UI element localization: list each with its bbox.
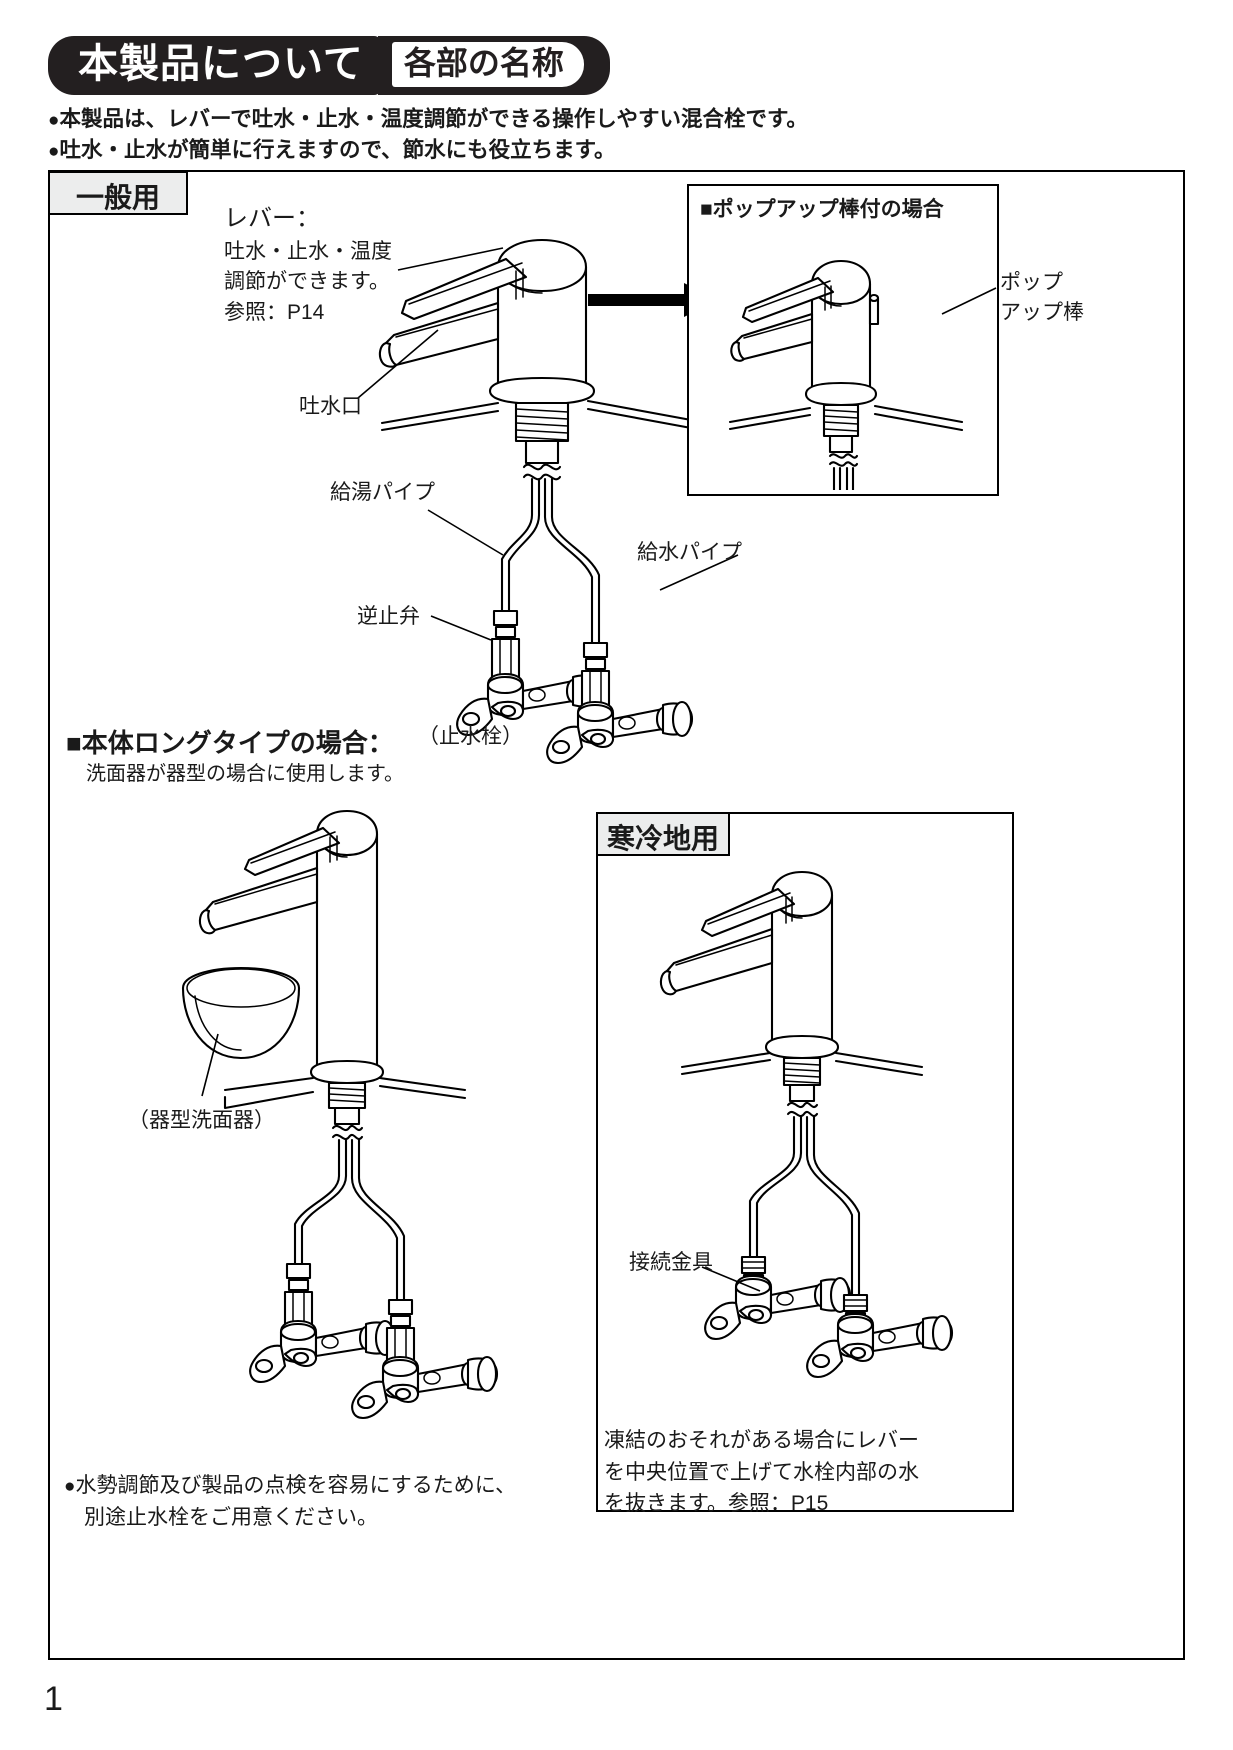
label-lever: レバー： 吐水・止水・温度 調節ができます。 参照：P14: [224, 202, 392, 328]
basin-label-leader: [201, 1033, 219, 1097]
long-type-heading: ■本体ロングタイプの場合：: [66, 728, 394, 758]
intro-line-1: 本製品は、レバーで吐水・止水・温度調節ができる操作しやすい混合栓です。: [59, 107, 808, 131]
popup-inset-title: ■ポップアップ棒付の場合: [700, 198, 944, 221]
cold-note-line-2: を中央位置で上げて水栓内部の水: [604, 1460, 919, 1484]
long-type-faucet-illustration: [181, 809, 499, 1420]
intro-line-2: 吐水・止水が簡単に行えますので、節水にも役立ちます。: [59, 138, 616, 163]
label-connection-fitting: 接続金具: [629, 1251, 713, 1274]
content-frame: [48, 170, 1185, 1660]
label-lever-title: レバー：: [224, 205, 320, 232]
label-popup-rod-line-2: アップ棒: [1000, 301, 1084, 325]
popup-rod-leader: [941, 287, 997, 315]
page-subtitle-wrap: 各部の名称: [377, 36, 610, 95]
label-cold-pipe: 給水パイプ: [637, 541, 742, 564]
cold-region-note: 凍結のおそれがある場合にレバー を中央位置で上げて水栓内部の水 を抜きます。参照…: [604, 1425, 919, 1520]
long-type-note-line-1: 水勢調節及び製品の点検を容易にするために、: [75, 1474, 517, 1497]
label-hot-pipe: 給湯パイプ: [330, 481, 435, 504]
long-type-note-line-2: 別途止水栓をご用意ください。: [84, 1505, 378, 1529]
intro-text: ●本製品は、レバーで吐水・止水・温度調節ができる操作しやすい混合栓です。 ●吐水…: [48, 104, 808, 166]
page-subtitle: 各部の名称: [391, 42, 584, 87]
label-popup-rod-line-1: ポップ: [1000, 271, 1063, 294]
cold-region-faucet-illustration: [659, 870, 954, 1379]
label-spout: 吐水口: [299, 395, 362, 418]
label-lever-desc-2: 調節ができます。: [224, 270, 390, 294]
tab-cold: 寒冷地用: [596, 812, 730, 856]
bullet-icon: ●: [64, 1476, 76, 1497]
fitting-label-leader: [701, 1266, 761, 1292]
tab-general: 一般用: [48, 171, 188, 215]
page-header: 本製品について 各部の名称: [48, 36, 610, 95]
general-faucet-illustration: [378, 238, 704, 765]
label-lever-desc-1: 吐水・止水・温度: [224, 239, 392, 263]
bullet-icon: ●: [48, 141, 60, 163]
cold-note-line-1: 凍結のおそれがある場合にレバー: [604, 1429, 919, 1452]
page-number: 1: [44, 1680, 63, 1718]
cold-note-line-3: を抜きます。参照：P15: [604, 1492, 829, 1515]
long-type-subheading: 洗面器が器型の場合に使用します。: [86, 763, 404, 785]
popup-faucet-illustration: [728, 259, 964, 490]
long-type-note: ●水勢調節及び製品の点検を容易にするために、 別途止水栓をご用意ください。: [64, 1470, 516, 1533]
label-check-valve: 逆止弁: [357, 605, 420, 628]
label-popup-rod: ポップ アップ棒: [1000, 268, 1084, 329]
page-title: 本製品について: [48, 36, 382, 95]
label-lever-ref: 参照：P14: [224, 300, 325, 324]
label-basin: （器型洗面器）: [128, 1109, 275, 1132]
bullet-icon: ●: [48, 110, 60, 131]
general-diagram-leaders: [357, 247, 739, 641]
label-stop-valve: （止水栓）: [418, 725, 523, 748]
